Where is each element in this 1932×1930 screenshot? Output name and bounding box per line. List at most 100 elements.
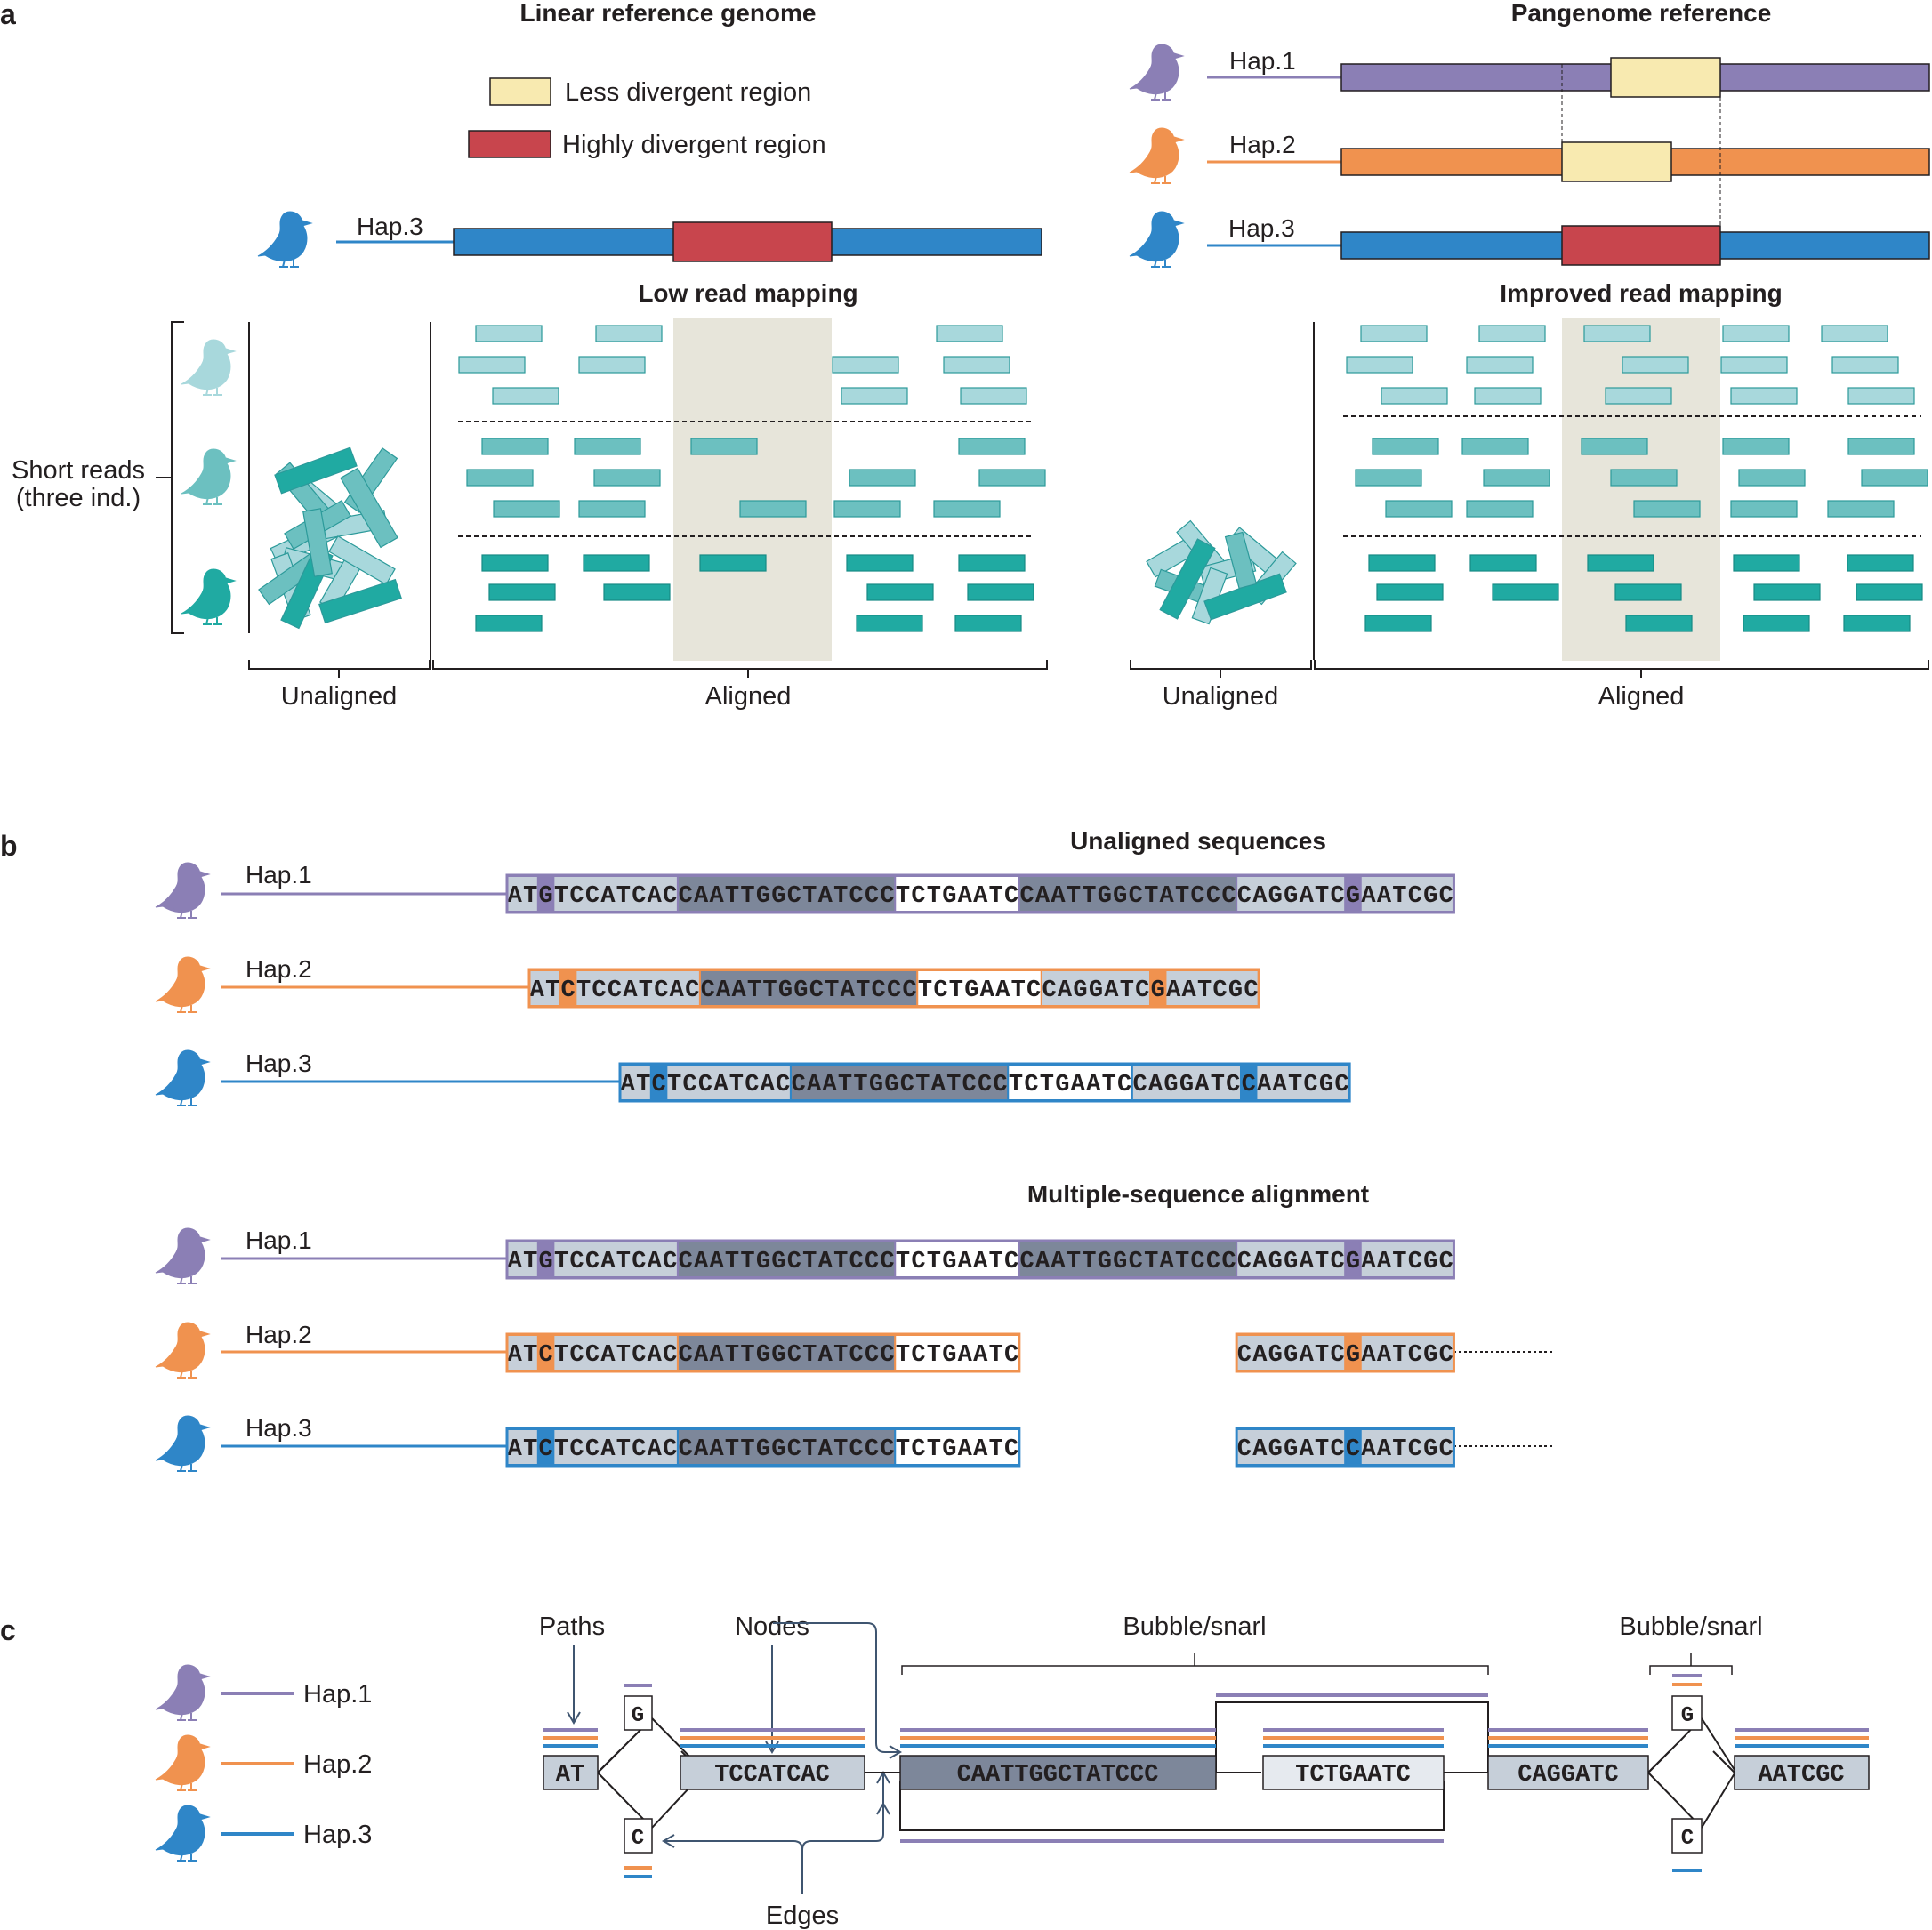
bird-b-hap3-icon <box>155 1049 210 1106</box>
nucleotide: A <box>694 1342 709 1369</box>
nucleotide: T <box>927 1342 941 1369</box>
nucleotide: G <box>1055 1072 1069 1098</box>
nucleotide: G <box>756 1342 770 1369</box>
nucleotide: T <box>1392 1342 1406 1369</box>
nucleotide: A <box>648 1342 663 1369</box>
legend-c-hap2-label: Hap.2 <box>303 1750 372 1779</box>
nucleotide: A <box>973 1436 988 1463</box>
nucleotide: T <box>725 1342 739 1369</box>
graph-nodes: AT G C TCCATCAC CAATTGGCTATCCC TCTGAATC … <box>543 1695 1870 1854</box>
nucleotide: A <box>1361 1342 1376 1369</box>
unaligned-reads-pile-right <box>1146 519 1297 625</box>
nucleotide: T <box>554 1249 568 1275</box>
nucleotide: C <box>682 1072 696 1098</box>
nucleotide: C <box>679 883 693 910</box>
nucleotide: T <box>1175 1249 1189 1275</box>
aligned-shade-left <box>673 318 832 661</box>
sequence-outline <box>1235 1427 1455 1468</box>
nucleotide: A <box>694 1436 709 1463</box>
pangenome-hap3: Hap.3 <box>1129 211 1930 268</box>
nucleotide: C <box>911 1342 925 1369</box>
nucleotide: A <box>1273 1072 1288 1098</box>
nucleotide: G <box>756 1436 770 1463</box>
reads-ind2-left <box>466 438 1046 518</box>
nucleotide: A <box>1035 883 1051 910</box>
nucleotide: T <box>740 883 754 910</box>
nucleotide: A <box>818 1249 833 1275</box>
aligned-label-left: Aligned <box>705 682 792 711</box>
nucleotide: T <box>725 1249 739 1275</box>
nucleotide: C <box>1190 883 1204 910</box>
nucleotide: A <box>818 1342 833 1369</box>
nucleotide: C <box>663 1342 677 1369</box>
nucleotide: C <box>569 1342 584 1369</box>
nucleotide: A <box>1361 883 1376 910</box>
nucleotide: G <box>1098 883 1112 910</box>
nucleotide: C <box>849 1436 864 1463</box>
nucleotide: A <box>1182 977 1197 1004</box>
msa-hap3-label: Hap.3 <box>246 1414 312 1442</box>
sequence-outline <box>505 1239 1455 1280</box>
nucleotide: G <box>756 883 770 910</box>
nucleotide: C <box>787 1436 801 1463</box>
bird-hap3-right-icon <box>1129 211 1184 268</box>
nucleotide: A <box>694 1249 709 1275</box>
nucleotide: A <box>1361 1436 1376 1463</box>
node-tctgaatc-label: TCTGAATC <box>1295 1762 1411 1789</box>
nucleotide: C <box>1242 1072 1256 1098</box>
nucleotide: G <box>942 883 956 910</box>
nucleotide: G <box>1284 883 1298 910</box>
nucleotide: T <box>1144 1249 1158 1275</box>
unaligned-label-right: Unaligned <box>1163 682 1279 711</box>
nucleotide: C <box>1330 1342 1344 1369</box>
legend-c-hap1-bird-icon <box>155 1664 210 1721</box>
nucleotide: C <box>698 1072 712 1098</box>
node-aatcgc-label: AATCGC <box>1758 1762 1844 1789</box>
reads-ind3-left <box>475 554 1034 632</box>
nucleotide: A <box>600 1342 616 1369</box>
nucleotide: T <box>1288 1072 1302 1098</box>
nucleotide: G <box>1268 1249 1283 1275</box>
nucleotide: A <box>1257 1072 1272 1098</box>
nucleotide: T <box>747 977 761 1004</box>
nucleotide: C <box>1408 883 1422 910</box>
nucleotide: T <box>896 1249 910 1275</box>
nucleotide: T <box>1315 1342 1329 1369</box>
sequence-segment <box>1359 1241 1455 1278</box>
nucleotide: T <box>915 1072 930 1098</box>
nucleotide: G <box>964 977 978 1004</box>
nucleotide: T <box>740 1249 754 1275</box>
nucleotide: C <box>1004 1249 1018 1275</box>
nucleotide: C <box>1024 1072 1038 1098</box>
nucleotide: A <box>1300 1436 1315 1463</box>
nucleotide: T <box>1120 977 1134 1004</box>
nucleotide: C <box>1042 977 1056 1004</box>
nucleotide: T <box>762 977 777 1004</box>
nucleotide: A <box>1300 1342 1315 1369</box>
nucleotide: C <box>608 977 622 1004</box>
nucleotide: A <box>600 883 616 910</box>
nucleotide: T <box>576 977 591 1004</box>
nucleotide: C <box>1237 883 1252 910</box>
nucleotide: G <box>1113 1249 1127 1275</box>
node-c-2-label: C <box>1681 1827 1694 1851</box>
individual-3-bird-icon <box>181 568 236 625</box>
nucleotide: C <box>872 977 886 1004</box>
nucleotide: C <box>1026 977 1041 1004</box>
nucleotide: C <box>539 1342 553 1369</box>
nucleotide: C <box>1237 1436 1252 1463</box>
nucleotide: T <box>1175 883 1189 910</box>
nucleotide: T <box>896 883 910 910</box>
nucleotide: A <box>508 883 523 910</box>
nucleotide: A <box>1195 1072 1210 1098</box>
nucleotide: G <box>1423 883 1437 910</box>
nucleotide: T <box>636 1072 650 1098</box>
nucleotide: G <box>1284 1249 1298 1275</box>
legend-highly-divergent-label: Highly divergent region <box>562 131 826 159</box>
nucleotide: G <box>771 883 785 910</box>
node-tctgaatc <box>1262 1755 1445 1790</box>
bird-b-hap2-icon <box>155 956 210 1013</box>
nucleotide: C <box>585 1436 600 1463</box>
